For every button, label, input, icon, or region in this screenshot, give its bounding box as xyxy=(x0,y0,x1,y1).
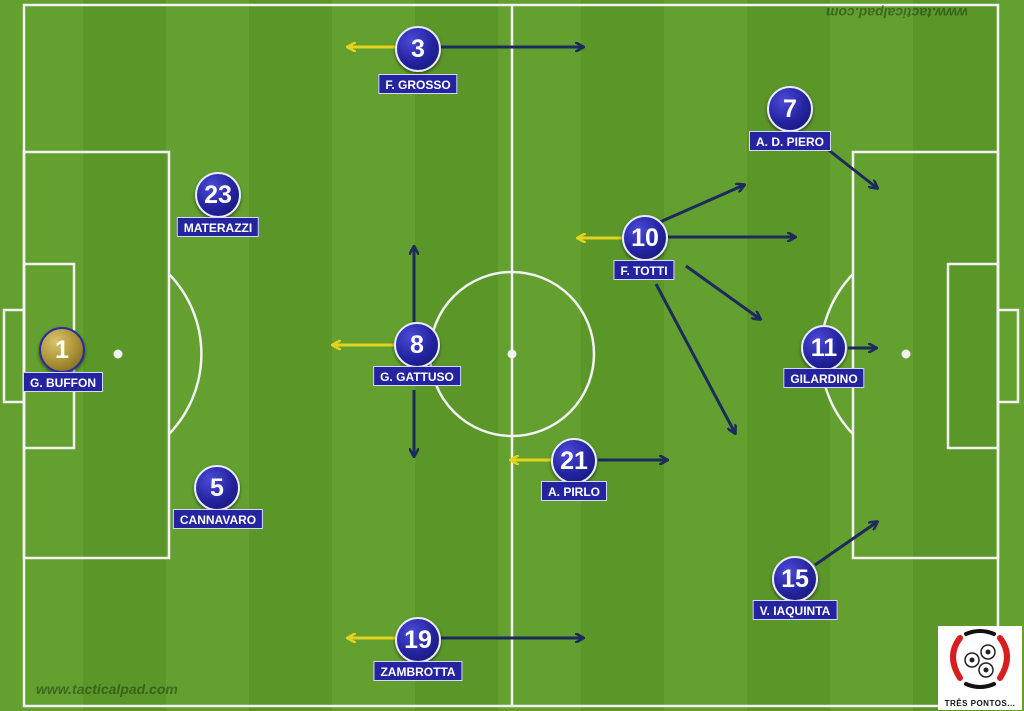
player-number-disc[interactable]: 8 xyxy=(394,322,440,368)
left-goal xyxy=(2,308,26,404)
move-arrows xyxy=(414,47,877,638)
arrow-totti-deep xyxy=(654,283,735,433)
watermark-bottom: www.tacticalpad.com xyxy=(36,681,178,697)
player-name-label: MATERAZZI xyxy=(176,217,260,237)
player-number-disc[interactable]: 21 xyxy=(551,438,597,484)
player-name-label: G. BUFFON xyxy=(23,372,103,392)
left-penalty-arc xyxy=(168,273,203,435)
logo-text: TRÊS PONTOS... xyxy=(944,699,1016,708)
player-name-label: GILARDINO xyxy=(783,368,865,388)
arrow-totti-diag xyxy=(685,264,760,319)
pitch-lines xyxy=(2,3,1020,708)
player-name-label: ZAMBROTTA xyxy=(373,661,463,681)
player-name-label: A. PIRLO xyxy=(540,481,608,501)
player-name-label: F. TOTTI xyxy=(613,260,675,280)
player-number-disc[interactable]: 10 xyxy=(622,215,668,261)
center-spot xyxy=(507,349,517,359)
logo-graphic xyxy=(950,629,1010,689)
player-number-disc[interactable]: 11 xyxy=(801,325,847,371)
arrow-iaquinta-run xyxy=(814,522,877,567)
arrow-totti-up xyxy=(659,185,744,224)
player-number-disc[interactable]: 3 xyxy=(395,26,441,72)
right-penalty-spot xyxy=(901,349,911,359)
back-arrows xyxy=(333,47,622,638)
left-penalty-spot xyxy=(113,349,123,359)
player-name-label: A. D. PIERO xyxy=(748,131,832,151)
arrow-piero-run xyxy=(825,146,877,188)
player-number-disc[interactable]: 15 xyxy=(772,556,818,602)
player-number-disc[interactable]: 23 xyxy=(195,172,241,218)
player-name-label: V. IAQUINTA xyxy=(752,600,838,620)
player-name-label: G. GATTUSO xyxy=(373,366,461,386)
right-goal xyxy=(996,308,1020,404)
player-number-disc[interactable]: 5 xyxy=(194,465,240,511)
player-number-disc[interactable]: 19 xyxy=(395,617,441,663)
watermark-top: www.tacticalpad.com xyxy=(826,5,968,21)
player-number-disc[interactable]: 1 xyxy=(39,327,85,373)
player-name-label: CANNAVARO xyxy=(172,509,264,529)
tres-pontos-logo: TRÊS PONTOS... xyxy=(938,626,1022,710)
player-name-label: F. GROSSO xyxy=(378,74,458,94)
player-number-disc[interactable]: 7 xyxy=(767,86,813,132)
